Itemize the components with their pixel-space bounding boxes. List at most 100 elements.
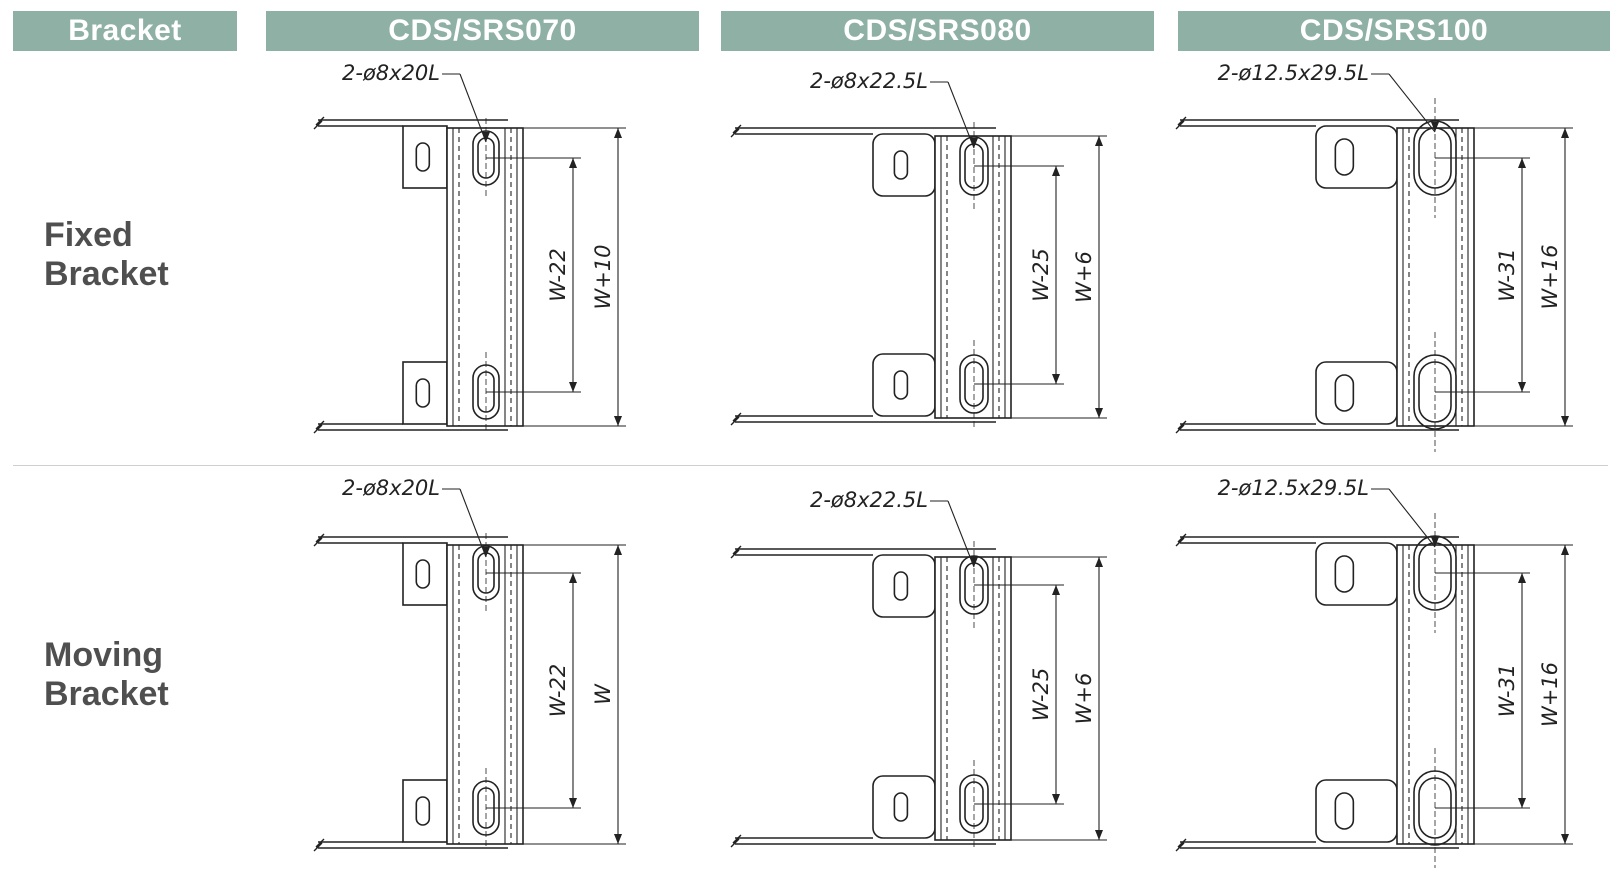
dimension-label-outer: W+6 <box>1072 251 1096 303</box>
tab-slot-top <box>1334 138 1355 176</box>
break-mark-top <box>1175 116 1187 130</box>
tab-slot-top <box>1334 555 1355 593</box>
tab-slot-bottom <box>415 796 431 826</box>
break-mark-bottom <box>313 420 325 434</box>
header-model-080-label: CDS/SRS080 <box>843 14 1032 47</box>
header-model-070-label: CDS/SRS070 <box>388 14 577 47</box>
hole-callout-label: 2-ø8x20L <box>342 61 440 85</box>
row-label-fixed-line1: Fixed <box>44 216 133 254</box>
dimension-label-inner: W-25 <box>1029 668 1053 721</box>
header-bracket: Bracket <box>13 11 237 51</box>
hole-callout-label: 2-ø12.5x29.5L <box>1218 476 1369 500</box>
hole-callout-label: 2-ø8x22.5L <box>810 69 928 93</box>
dimension-label-outer: W+16 <box>1538 244 1562 309</box>
tab-slot-bottom <box>1334 792 1355 830</box>
break-mark-bottom <box>313 838 325 852</box>
header-model-100: CDS/SRS100 <box>1178 11 1610 51</box>
row-divider <box>13 465 1608 466</box>
bracket-plate <box>934 135 1012 419</box>
leader-line <box>1388 488 1436 548</box>
mount-tab-top <box>872 133 936 197</box>
bracket-drawing-0-1: W-25 W+6 2-ø8x22.5L <box>730 69 1107 428</box>
leader-line <box>459 73 487 143</box>
leader-arrowhead <box>1431 537 1439 547</box>
leader-arrowhead <box>482 547 490 557</box>
mount-tab-bottom <box>1315 361 1398 425</box>
arrowhead <box>614 416 622 426</box>
arrowhead <box>569 798 577 808</box>
break-mark-top <box>1175 533 1187 547</box>
break-mark-top <box>313 533 325 547</box>
hole-callout-label: 2-ø8x20L <box>342 476 440 500</box>
arrowhead <box>614 834 622 844</box>
break-mark-bottom <box>1175 838 1187 852</box>
arrowhead <box>1095 136 1103 146</box>
mount-tab-bottom <box>872 775 936 839</box>
arrowhead <box>1052 374 1060 384</box>
header-model-100-label: CDS/SRS100 <box>1299 14 1489 47</box>
dimension-label-outer: W+10 <box>591 244 615 309</box>
break-mark-bottom <box>730 412 742 426</box>
arrowhead <box>1561 834 1569 844</box>
arrowhead <box>1095 830 1103 840</box>
row-label-moving: Moving Bracket <box>44 636 169 714</box>
leader-arrowhead <box>1431 122 1439 132</box>
mount-tab-bottom <box>1315 779 1398 843</box>
mount-tab-top <box>402 542 448 606</box>
leader-arrowhead <box>970 138 978 148</box>
row-label-moving-line1: Moving <box>44 636 163 674</box>
mount-tab-bottom <box>402 361 448 425</box>
tab-slot-bottom <box>1334 374 1355 412</box>
header-model-070: CDS/SRS070 <box>266 11 699 51</box>
arrowhead <box>614 128 622 138</box>
arrowhead <box>1052 585 1060 595</box>
break-mark-top <box>313 116 325 130</box>
dimension-label-outer: W+6 <box>1072 673 1096 725</box>
bracket-drawing-0-0: W-22 W+10 2-ø8x20L <box>313 61 626 434</box>
break-mark-top <box>730 545 742 559</box>
leader-arrowhead <box>970 557 978 567</box>
bracket-plate <box>446 127 524 427</box>
bracket-plate <box>446 544 524 845</box>
hole-callout-label: 2-ø8x22.5L <box>810 488 928 512</box>
dimension-label-inner: W-22 <box>546 248 570 301</box>
bracket-plate <box>934 556 1012 841</box>
tab-slot-bottom <box>893 370 909 400</box>
leader-line <box>947 81 975 149</box>
arrowhead <box>1561 545 1569 555</box>
tab-slot-bottom <box>415 378 431 408</box>
mount-tab-bottom <box>872 353 936 417</box>
row-label-fixed: Fixed Bracket <box>44 216 169 294</box>
header-model-080: CDS/SRS080 <box>721 11 1154 51</box>
dimension-label-outer: W+16 <box>1538 662 1562 727</box>
arrowhead <box>1095 557 1103 567</box>
mount-tab-top <box>1315 125 1398 189</box>
leader-line <box>1388 73 1436 133</box>
break-mark-bottom <box>1175 420 1187 434</box>
arrowhead <box>1518 158 1526 168</box>
tab-slot-top <box>893 150 909 180</box>
mount-tab-bottom <box>402 779 448 843</box>
arrowhead <box>569 158 577 168</box>
arrowhead <box>569 573 577 583</box>
arrowhead <box>1518 382 1526 392</box>
arrowhead <box>1052 794 1060 804</box>
break-mark-top <box>730 124 742 138</box>
bracket-drawing-1-1: W-25 W+6 2-ø8x22.5L <box>730 488 1107 848</box>
mount-tab-top <box>402 125 448 189</box>
arrowhead <box>1518 798 1526 808</box>
bracket-plate <box>1396 127 1475 427</box>
arrowhead <box>1561 416 1569 426</box>
arrowhead <box>569 382 577 392</box>
dimension-label-inner: W-25 <box>1029 248 1053 301</box>
row-label-moving-line2: Bracket <box>44 675 169 713</box>
arrowhead <box>1561 128 1569 138</box>
leader-arrowhead <box>482 132 490 142</box>
mount-tab-top <box>872 554 936 618</box>
dimension-label-inner: W-31 <box>1495 664 1519 717</box>
leader-line <box>947 500 975 568</box>
bracket-drawing-1-2: W-31 W+16 2-ø12.5x29.5L <box>1175 476 1573 868</box>
arrowhead <box>1518 573 1526 583</box>
